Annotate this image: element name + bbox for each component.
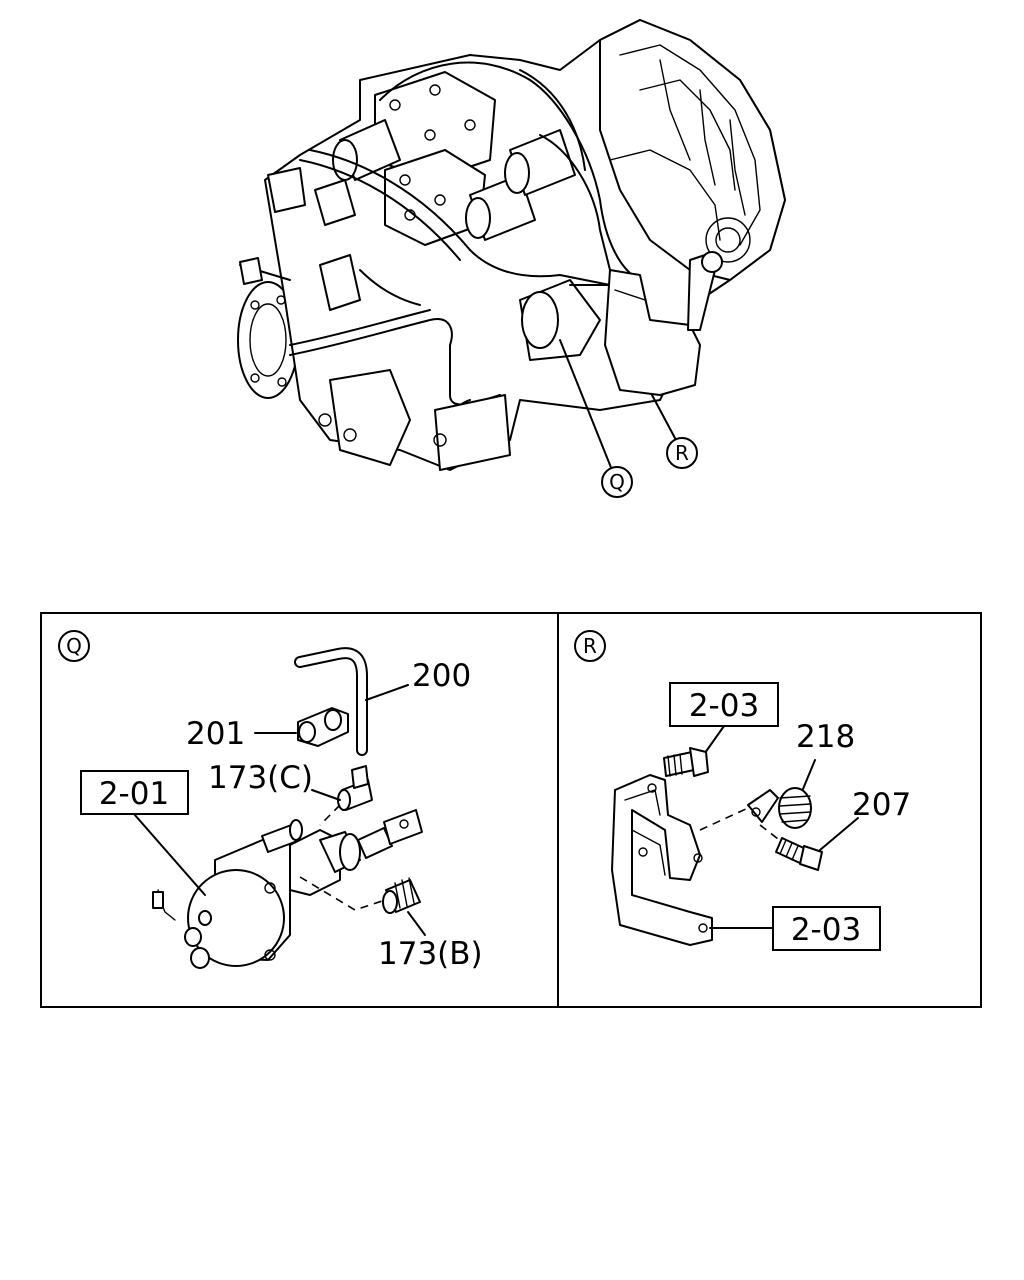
fitting-173c xyxy=(337,765,373,811)
ref-box-2-03-top xyxy=(669,682,779,727)
spring-218 xyxy=(747,787,812,829)
label-201: 201 xyxy=(186,716,245,752)
transmission-assembly xyxy=(237,19,786,471)
ref-box-2-01 xyxy=(80,770,189,815)
clip-201 xyxy=(297,707,349,747)
callout-q: Q xyxy=(601,466,633,498)
bracket xyxy=(611,774,713,946)
panel-r: R 2-03 218 xyxy=(574,630,911,951)
label-2-03-top: 2-03 xyxy=(689,688,759,724)
label-173b: 173(B) xyxy=(378,936,483,972)
label-2-01: 2-01 xyxy=(99,776,169,812)
panel-q-callout: Q xyxy=(58,630,90,662)
slave-cylinder xyxy=(152,809,423,969)
callout-r-label: R xyxy=(675,441,689,465)
callout-q-label: Q xyxy=(609,470,625,494)
ref-box-2-03-bottom xyxy=(772,906,881,951)
callout-r: R xyxy=(666,437,698,469)
bolt-top xyxy=(663,747,709,777)
detail-frame-r xyxy=(557,612,982,1008)
label-218: 218 xyxy=(796,719,855,755)
leader-q xyxy=(559,339,613,471)
panel-r-callout-label: R xyxy=(583,634,597,658)
label-173c: 173(C) xyxy=(208,760,313,796)
fitting-173b xyxy=(382,877,421,914)
panel-r-callout: R xyxy=(574,630,606,662)
bolt-207 xyxy=(775,837,823,871)
label-2-03-bottom: 2-03 xyxy=(791,912,861,948)
panel-q-callout-label: Q xyxy=(66,634,82,658)
panel-q: Q 200 201 173(C) xyxy=(58,630,483,972)
label-200: 200 xyxy=(412,658,471,694)
label-207: 207 xyxy=(852,787,911,823)
leader-r xyxy=(651,394,677,441)
